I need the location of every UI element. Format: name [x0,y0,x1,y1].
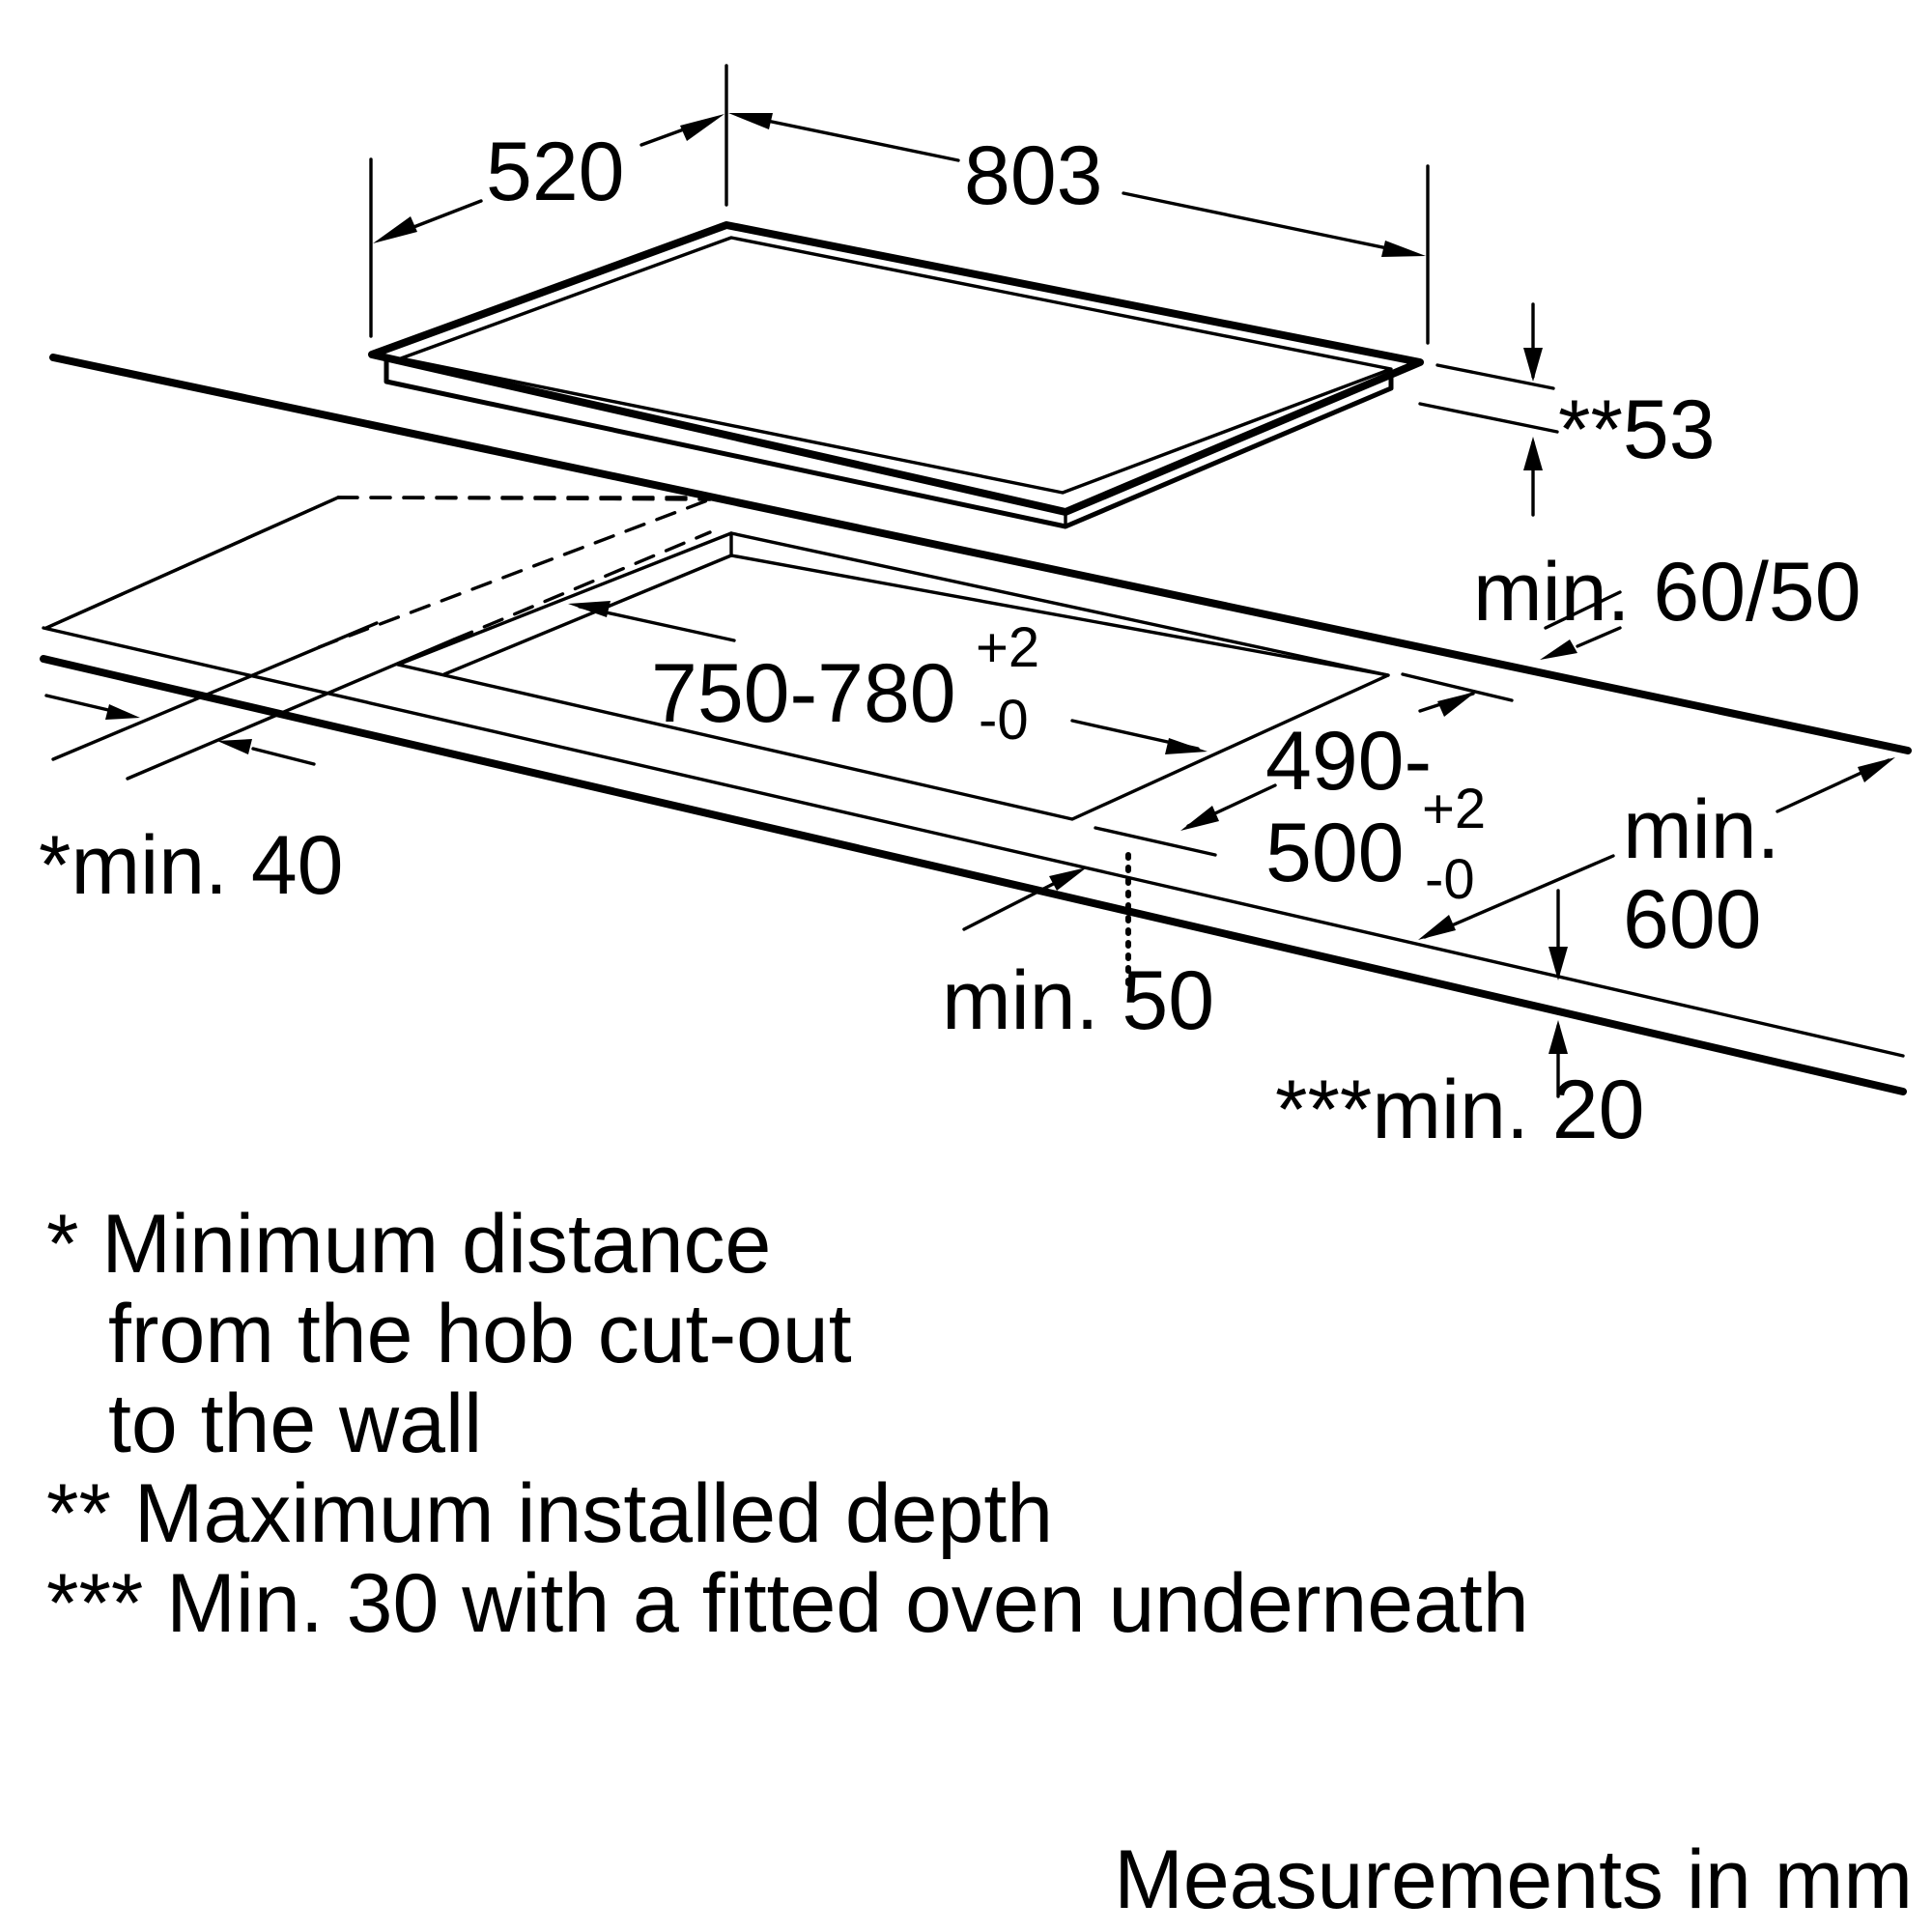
measurements-unit-note: Measurements in mm [1114,1833,1913,1926]
dim-min-50 [962,852,1131,986]
note-fitted-oven: *** Min. 30 with a fitted oven underneat… [46,1557,1529,1650]
note-min-distance-line1: * Minimum distance [46,1198,772,1291]
label-cutout-width: 750-780 [651,647,956,740]
dim-min-20 [1548,889,1568,1098]
label-side-distance: min. 50 [942,954,1214,1047]
dim-min-600 [1418,757,1895,940]
note-max-installed-depth: ** Maximum installed depth [46,1467,1054,1560]
label-cutout-depth-tol-minus: -0 [1425,848,1475,911]
note-min-distance-line3: to the wall [108,1378,483,1470]
label-worktop-thickness: ***min. 20 [1275,1064,1644,1156]
dim-min-60-50 [1540,590,1622,660]
dim-803 [728,113,1430,345]
dim-53 [1418,302,1559,517]
label-cutout-depth-line2: 500 [1265,807,1405,899]
label-worktop-depth-line1: min. [1623,783,1779,876]
label-max-installed-depth: **53 [1558,384,1716,476]
label-cutout-width-tol-minus: -0 [979,689,1029,752]
label-cutout-width-tol-plus: +2 [976,616,1039,679]
label-worktop-depth-line2: 600 [1623,873,1762,966]
dim-750-780 [568,601,1208,754]
worktop-outline [44,354,1912,754]
label-803: 803 [964,129,1103,222]
label-cutout-depth-tol-plus: +2 [1422,778,1486,840]
label-wall-distance: *min. 40 [39,819,344,912]
cutout-outline [396,531,1390,821]
hob-outline [368,221,1424,529]
label-front-distance: min. 60/50 [1473,546,1861,639]
worktop-front-edge [40,626,1907,1095]
dim-min-40 [44,694,316,766]
label-cutout-depth-line1: 490- [1265,715,1432,808]
wall-lines [51,497,712,781]
dim-520 [369,64,728,338]
note-min-distance-line2: from the hob cut-out [108,1288,852,1380]
label-520: 520 [486,126,625,218]
dim-490-500 [1094,672,1514,857]
